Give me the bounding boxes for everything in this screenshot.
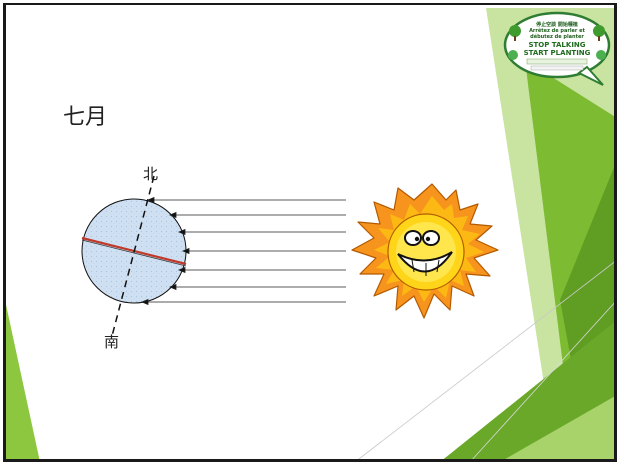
tree-icon [509,25,521,37]
arrow-left-icon [181,247,190,255]
logo-english-text-2: START PLANTING [523,49,591,57]
logo-french-text-2: débutez de planter [530,34,584,40]
arrow-left-icon [168,211,177,219]
tree-icon [593,25,605,37]
logo-english-text-1: STOP TALKING [528,41,586,49]
logo-chinese-text: 停止空談 開始種植 [536,22,578,28]
decor-line [354,259,618,463]
logo-sponsor-strip [530,65,584,71]
arrow-left-icon [177,228,186,236]
sun-rays [140,196,346,306]
left-green-wedge [5,300,40,462]
sun-eye-right [422,230,440,246]
sun-pupil-left [414,236,420,242]
stop-talking-logo: 停止空談 開始種植 Arrêtez de parler et débutez d… [503,9,611,86]
equator-shadow [81,239,187,267]
sun-face-icon [351,183,499,319]
sun-pupil-right [425,236,431,242]
south-label: 南 [104,333,120,351]
logo-badge [503,11,611,86]
arrow-left-icon [140,298,149,306]
sun-eye-left [404,230,422,246]
north-label: 北 [143,165,159,183]
logo-french-text-1: Arrêtez de parler et [529,28,585,34]
decor-line [469,299,618,463]
earth-axis [111,175,155,337]
sun-teeth [436,259,440,273]
arrow-left-icon [168,283,177,291]
slide-title: 七月 [63,105,108,130]
arrow-left-icon [146,196,155,204]
logo-sponsor-strip [526,58,588,65]
sun-teeth [411,259,415,273]
arrow-left-icon [177,266,186,274]
tree-icon [596,50,606,60]
bottom-light-wedge [500,395,617,462]
tree-icon [508,50,518,60]
